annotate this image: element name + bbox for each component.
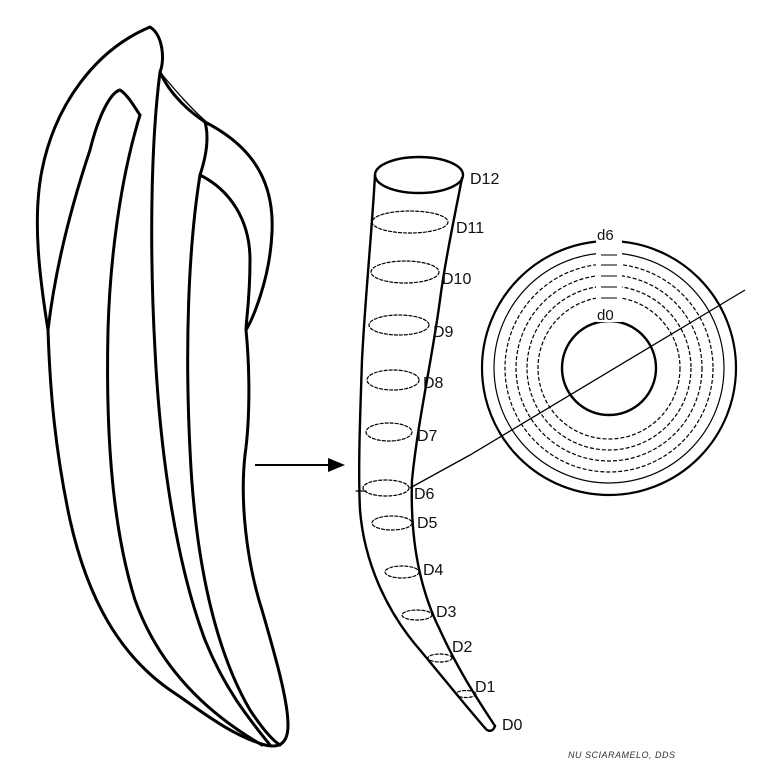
label-d2: D2	[452, 639, 473, 656]
cross-section-d6	[363, 480, 409, 496]
cross-section-d7	[366, 423, 412, 441]
tooth-left-canal-line	[48, 90, 140, 330]
cross-section-d11	[372, 211, 448, 233]
tooth-right-cusp	[200, 122, 250, 330]
pointer-arrow	[255, 458, 345, 472]
canal-orifice-d12	[375, 157, 463, 193]
tooth-outer-outline	[37, 27, 288, 746]
cross-section-d10	[371, 261, 439, 283]
label-d6: D6	[414, 486, 435, 503]
cross-section-d1	[456, 691, 476, 698]
cross-section-d8	[367, 370, 419, 390]
tooth-inner-line-1	[108, 115, 262, 745]
label-d5: D5	[417, 515, 438, 532]
label-d7: D7	[417, 428, 438, 445]
cross-section-d3	[402, 610, 432, 620]
tooth-central-ridge	[152, 72, 270, 745]
section-connector-line	[410, 290, 745, 488]
tooth-right-inner-line	[188, 175, 280, 745]
cross-section-d9	[369, 315, 429, 335]
cross-section-d5	[372, 516, 412, 530]
label-d10: D10	[442, 271, 471, 288]
label-d12: D12	[470, 171, 499, 188]
label-d3: D3	[436, 604, 457, 621]
label-d4: D4	[423, 562, 444, 579]
label-ring-d0: d0	[597, 307, 614, 324]
cross-section-detail	[482, 238, 736, 495]
canal-level-labels: D12 D11 D10 D9 D8 D7 D6 D5 D4 D3 D2 D1 D…	[414, 171, 523, 734]
cross-section-d4	[385, 566, 419, 578]
label-d8: D8	[423, 375, 444, 392]
label-d1: D1	[475, 679, 496, 696]
label-d11: D11	[456, 220, 484, 237]
illustration-credit: NU SCIARAMELO, DDS	[568, 750, 676, 760]
tooth-illustration	[37, 27, 288, 746]
tooth-top-thin-line	[160, 72, 210, 125]
cross-section-d2	[428, 654, 452, 662]
label-ring-d6: d6	[597, 227, 614, 244]
ring-d0	[562, 321, 656, 415]
canal-apex	[485, 726, 495, 731]
label-d9: D9	[433, 324, 454, 341]
label-d0: D0	[502, 717, 523, 734]
